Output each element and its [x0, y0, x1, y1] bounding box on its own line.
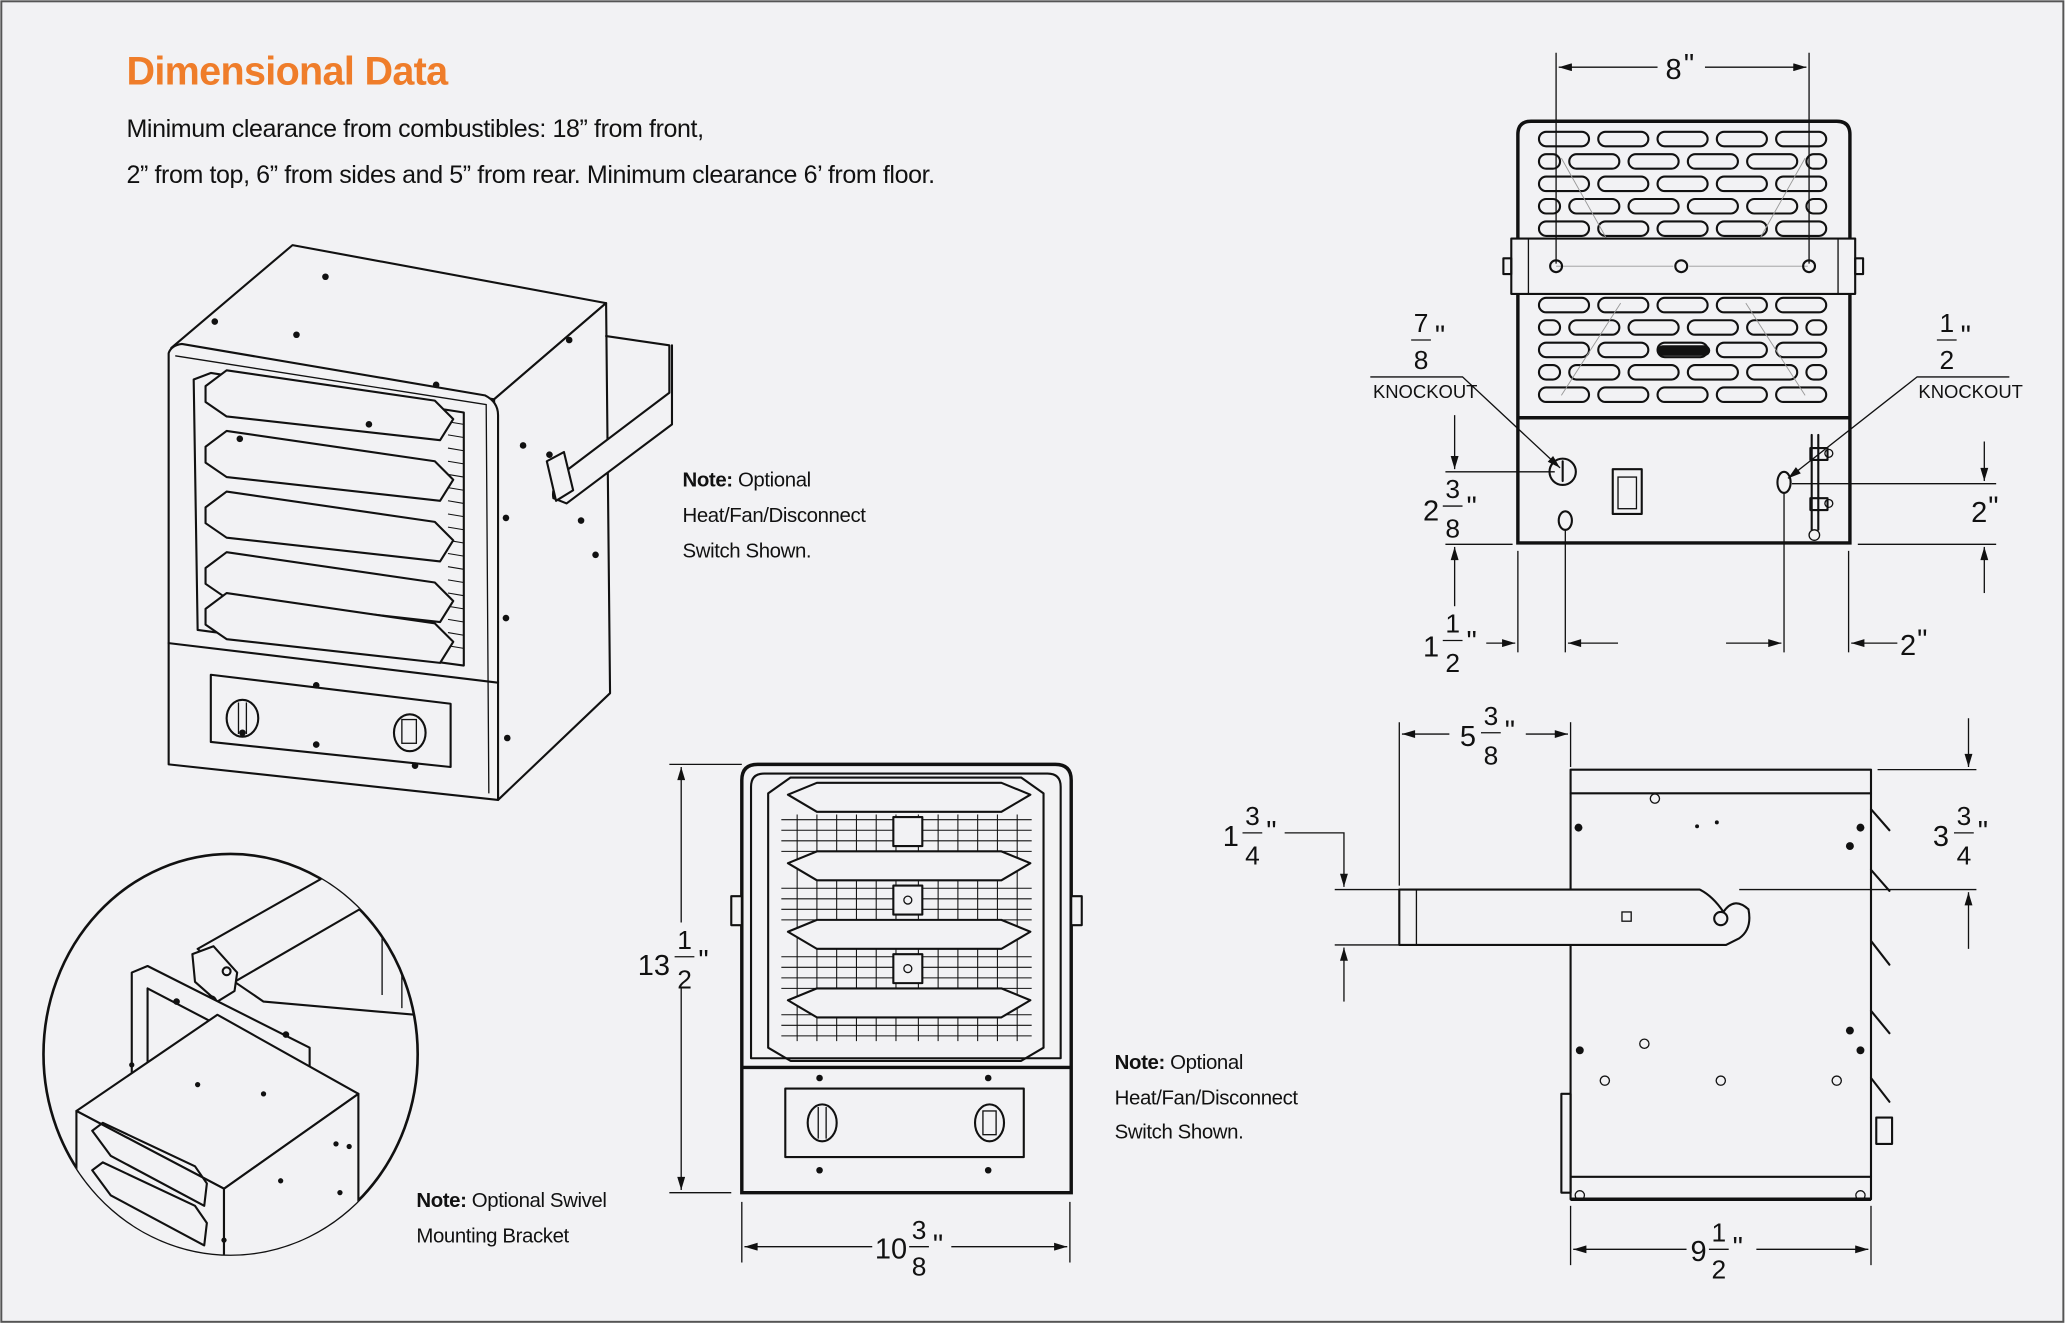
- left-offset-numerator: 1: [1445, 609, 1460, 639]
- bracket-width-numerator: 3: [1245, 801, 1260, 831]
- front-width-numerator: 3: [912, 1215, 927, 1245]
- right-knockout-height-value: 2: [1971, 497, 1987, 529]
- knockout-right-denominator: 2: [1940, 345, 1955, 375]
- front-height-numerator: 1: [677, 925, 692, 955]
- knockout-right-unit: ": [1961, 320, 1971, 352]
- bracket-spacing-dimension: [1555, 52, 1810, 264]
- front-height-denominator: 2: [677, 964, 692, 994]
- side-depth-whole: 9: [1690, 1236, 1706, 1268]
- clearance-text-line-1: Minimum clearance from combustibles: 18”…: [126, 115, 703, 143]
- bracket-width-dimension: [1284, 832, 1400, 1002]
- bracket-spacing-unit: ": [1684, 49, 1694, 81]
- bracket-width-whole: 1: [1223, 821, 1239, 853]
- bracket-from-top-whole: 3: [1933, 821, 1949, 853]
- bracket-extension-unit: ": [1505, 716, 1515, 748]
- front-note-line-1: Note: Optional: [1115, 1052, 1243, 1074]
- bracket-from-top-denominator: 4: [1957, 841, 1972, 871]
- page-title: Dimensional Data: [126, 49, 449, 93]
- knockout-right-label: KNOCKOUT: [1918, 381, 2022, 402]
- clearance-text-line-2: 2” from top, 6” from sides and 5” from r…: [126, 161, 934, 189]
- isometric-note-line-1: Note: Optional: [683, 469, 811, 491]
- left-knockout-height-dimension: [1445, 415, 1555, 607]
- bracket-note-line-1: Note: Optional Swivel: [416, 1190, 606, 1212]
- front-height-dimension: [669, 763, 742, 1194]
- knockout-offset-dimensions: [1486, 492, 1898, 653]
- left-offset-unit: ": [1466, 626, 1476, 658]
- knockout-left-leader: [1370, 376, 1561, 469]
- left-knockout-height-denominator: 8: [1445, 514, 1460, 544]
- rear-view: [1502, 119, 1865, 545]
- right-offset-value: 2: [1900, 630, 1916, 662]
- front-width-dimension: [741, 1201, 1071, 1263]
- front-width-whole: 10: [875, 1234, 907, 1266]
- bracket-width-denominator: 4: [1245, 841, 1260, 871]
- isometric-note-line-2: Heat/Fan/Disconnect: [683, 505, 867, 527]
- front-height-whole: 13: [638, 950, 670, 982]
- bracket-extension-whole: 5: [1460, 721, 1476, 753]
- left-offset-denominator: 2: [1445, 648, 1460, 678]
- bracket-spacing-value: 8: [1665, 54, 1681, 86]
- right-knockout-height-unit: ": [1988, 492, 1998, 524]
- side-view: [1398, 768, 1894, 1201]
- bracket-extension-denominator: 8: [1484, 740, 1499, 770]
- front-view: [730, 762, 1083, 1195]
- knockout-left-unit: ": [1435, 320, 1445, 352]
- side-depth-dimension: [1569, 1205, 1872, 1266]
- side-depth-unit: ": [1733, 1232, 1743, 1264]
- front-width-unit: ": [933, 1230, 943, 1262]
- front-width-denominator: 8: [912, 1252, 927, 1282]
- left-knockout-height-unit: ": [1466, 492, 1476, 524]
- right-offset-unit: ": [1917, 625, 1927, 657]
- bracket-from-top-numerator: 3: [1957, 801, 1972, 831]
- knockout-left-denominator: 8: [1414, 345, 1429, 375]
- rear-fan-guard: [1537, 130, 1828, 404]
- isometric-heater-view: [167, 244, 674, 801]
- side-depth-numerator: 1: [1712, 1217, 1727, 1247]
- front-note-line-3: Switch Shown.: [1115, 1122, 1244, 1144]
- isometric-note-line-3: Switch Shown.: [683, 540, 812, 562]
- bracket-from-top-dimension: [1739, 718, 1977, 949]
- bracket-width-unit: ": [1266, 816, 1276, 848]
- knockout-left-label: KNOCKOUT: [1373, 381, 1477, 402]
- left-knockout-height-numerator: 3: [1445, 474, 1460, 504]
- bracket-from-top-unit: ": [1978, 816, 1988, 848]
- bracket-note-line-2: Mounting Bracket: [416, 1226, 569, 1248]
- right-knockout-height-dimension: [1791, 441, 1997, 594]
- left-knockout-height-whole: 2: [1423, 496, 1439, 528]
- front-note-line-2: Heat/Fan/Disconnect: [1115, 1087, 1299, 1109]
- knockout-right-leader: [1787, 376, 2010, 479]
- bracket-extension-numerator: 3: [1484, 701, 1499, 731]
- side-depth-denominator: 2: [1712, 1254, 1727, 1284]
- knockout-right-numerator: 1: [1940, 308, 1955, 338]
- front-height-unit: ": [698, 945, 708, 977]
- knockout-left-numerator: 7: [1414, 308, 1429, 338]
- bracket-extension-dimension: [1398, 722, 1572, 886]
- left-offset-whole: 1: [1423, 631, 1439, 663]
